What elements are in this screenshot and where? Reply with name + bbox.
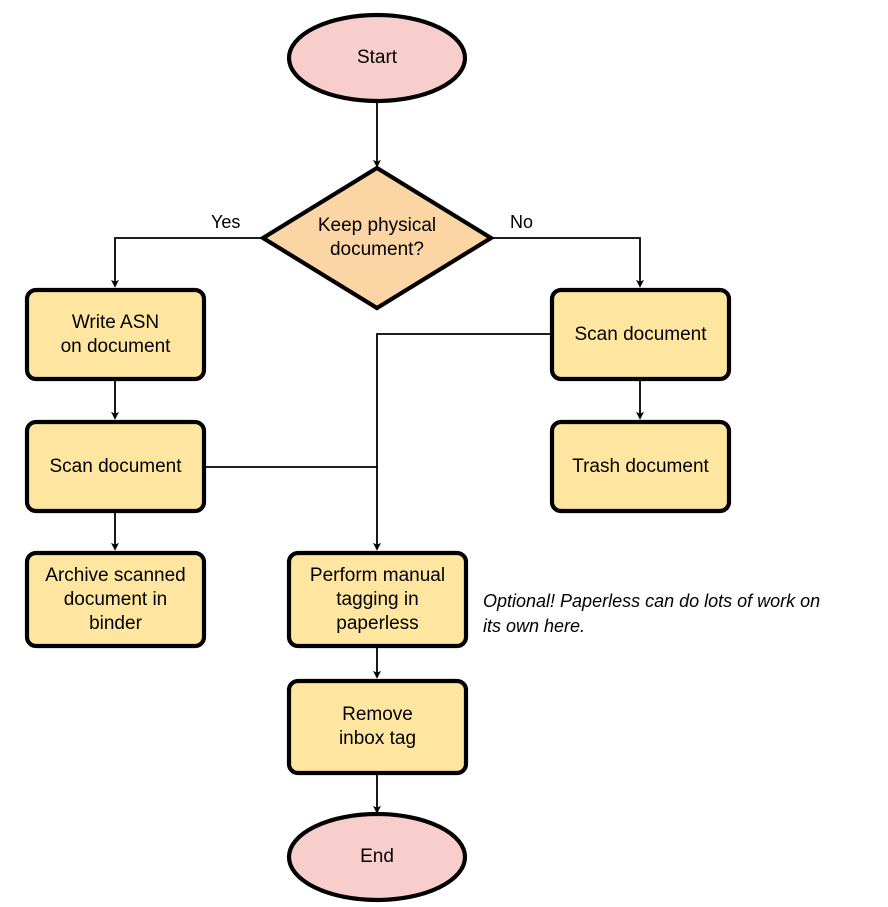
node-scan-document-left[interactable] <box>24 419 207 514</box>
node-archive-in-binder[interactable] <box>24 550 207 649</box>
node-manual-tagging[interactable] <box>286 550 469 649</box>
edge-scan-right-to-manual-tagging <box>373 333 551 551</box>
edge-label-no: No <box>510 212 534 232</box>
edge-label-yes: Yes <box>211 212 241 232</box>
node-trash-document[interactable] <box>549 419 732 514</box>
optional-note: Optional! Paperless can do lots of work … <box>483 591 821 636</box>
node-write-asn[interactable] <box>24 287 207 382</box>
node-end[interactable] <box>286 811 468 903</box>
node-scan-document-right[interactable] <box>549 287 732 382</box>
node-keep-physical-document[interactable] <box>258 165 496 311</box>
edge-decision-no-to-scan-right <box>491 237 644 288</box>
node-start[interactable] <box>286 12 468 104</box>
edge-decision-yes-to-write-asn <box>111 237 264 288</box>
node-remove-inbox-tag[interactable] <box>286 678 469 776</box>
